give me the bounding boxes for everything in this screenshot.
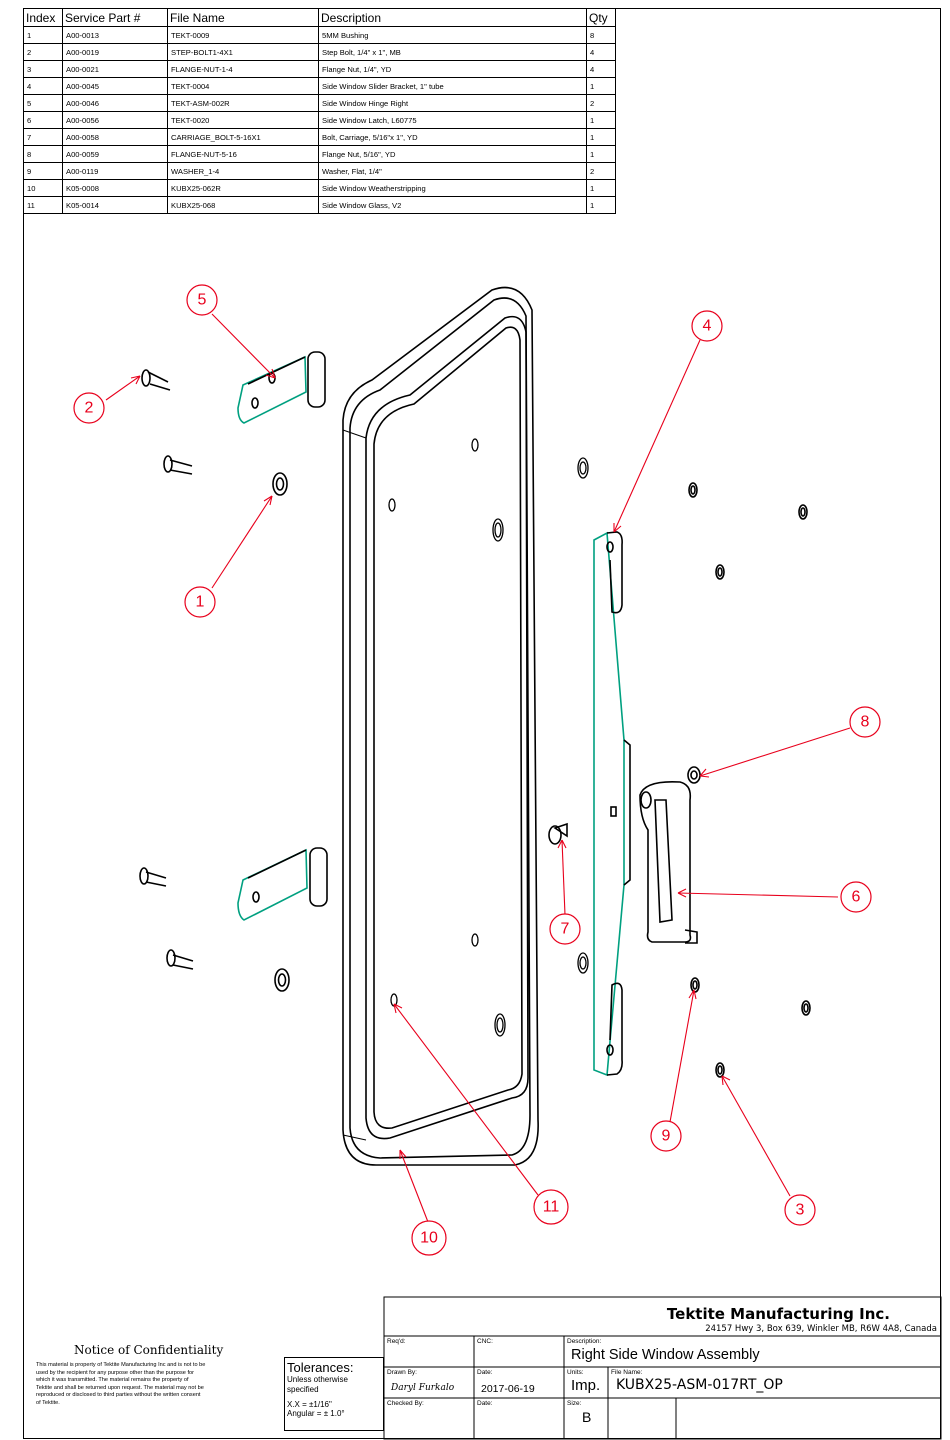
washer bbox=[688, 482, 698, 498]
step-bolt bbox=[169, 459, 193, 475]
balloon-4-label: 4 bbox=[703, 318, 712, 335]
latch bbox=[639, 780, 698, 944]
balloon-7: 7 bbox=[549, 913, 581, 945]
flange-nut bbox=[687, 766, 701, 784]
bom-header-part: Service Part # bbox=[62, 8, 168, 27]
description-value: Right Side Window Assembly bbox=[571, 1347, 760, 1363]
balloon-1-label: 1 bbox=[196, 594, 205, 611]
bom-cell: 1 bbox=[586, 145, 616, 163]
hinge-upper bbox=[237, 351, 326, 424]
balloon-5-label: 5 bbox=[198, 292, 207, 309]
balloon-5: 5 bbox=[186, 284, 218, 316]
description-label: Description: bbox=[567, 1338, 602, 1345]
company-name: Tektite Manufacturing Inc. bbox=[666, 1305, 890, 1323]
balloon-2: 2 bbox=[73, 392, 105, 424]
units-value: Imp. bbox=[571, 1377, 601, 1394]
tolerance-linear: X.X = ±1/16" bbox=[287, 1400, 332, 1409]
cnc-label: CNC: bbox=[477, 1338, 493, 1345]
drawn-by-value: Daryl Furkalo bbox=[391, 1383, 455, 1393]
bom-cell: KUBX25-068 bbox=[167, 196, 319, 214]
slider-bracket bbox=[593, 531, 631, 1077]
flange-nut bbox=[798, 504, 808, 520]
bom-header-row: Index Service Part # File Name Descripti… bbox=[23, 8, 616, 27]
flange-nut bbox=[715, 564, 725, 580]
balloon-1: 1 bbox=[184, 586, 216, 618]
balloon-8: 8 bbox=[849, 706, 881, 738]
bom-cell: Side Window Glass, V2 bbox=[318, 196, 587, 214]
balloon-4: 4 bbox=[691, 310, 723, 342]
balloon-3-label: 3 bbox=[796, 1202, 805, 1219]
tolerances-subtitle: Unless otherwise specified bbox=[287, 1375, 348, 1394]
units-label: Units: bbox=[567, 1369, 584, 1376]
bom-cell: 1 bbox=[586, 179, 616, 197]
balloon-11-label: 11 bbox=[543, 1199, 560, 1216]
notice-body: This material is property of Tektite Man… bbox=[36, 1362, 206, 1406]
balloon-9-label: 9 bbox=[662, 1128, 671, 1145]
glass-holes bbox=[388, 438, 589, 1037]
step-bolt bbox=[172, 954, 194, 970]
reqd-label: Req'd: bbox=[387, 1338, 406, 1345]
tolerance-angular: Angular = ± 1.0° bbox=[287, 1409, 345, 1418]
file-name-value: KUBX25-ASM-017RT_OP bbox=[616, 1377, 783, 1393]
tolerances-title: Tolerances: bbox=[287, 1360, 354, 1375]
drawn-by-label: Drawn By: bbox=[387, 1369, 417, 1376]
tolerances-box: Tolerances: Unless otherwise specified X… bbox=[284, 1357, 384, 1431]
balloon-2-label: 2 bbox=[85, 400, 94, 417]
flange-nut bbox=[715, 1062, 725, 1078]
balloon-leaders bbox=[105, 313, 851, 1223]
bom-cell: 11 bbox=[23, 196, 63, 214]
bom-header-qty: Qty bbox=[586, 8, 616, 27]
date-label: Date: bbox=[477, 1369, 493, 1376]
hinge-lower bbox=[237, 847, 328, 921]
date-value: 2017-06-19 bbox=[481, 1383, 535, 1395]
company-address: 24157 Hwy 3, Box 639, Winkler MB, R6W 4A… bbox=[705, 1324, 937, 1334]
hardware bbox=[139, 369, 811, 1078]
balloon-10-label: 10 bbox=[420, 1230, 438, 1247]
bill-of-materials-table: Index Service Part # File Name Descripti… bbox=[23, 8, 616, 214]
balloon-8-label: 8 bbox=[861, 714, 870, 731]
balloon-11: 11 bbox=[533, 1189, 569, 1225]
title-block-grid bbox=[383, 1296, 942, 1440]
flange-nut bbox=[801, 1000, 811, 1016]
balloon-7-label: 7 bbox=[561, 921, 570, 938]
step-bolt bbox=[145, 871, 167, 887]
balloon-6: 6 bbox=[840, 881, 872, 913]
window-frame bbox=[342, 286, 539, 1166]
balloon-3: 3 bbox=[784, 1194, 816, 1226]
file-name-label: File Name: bbox=[611, 1369, 643, 1376]
balloon-10: 10 bbox=[411, 1220, 447, 1256]
bom-cell: 1 bbox=[586, 111, 616, 129]
bushing bbox=[272, 472, 288, 496]
checked-date-label: Date: bbox=[477, 1400, 493, 1407]
notice-title: Notice of Confidentiality bbox=[74, 1343, 224, 1357]
step-bolt bbox=[147, 371, 171, 391]
balloon-9: 9 bbox=[650, 1120, 682, 1152]
checked-by-label: Checked By: bbox=[387, 1400, 424, 1407]
balloon-6-label: 6 bbox=[852, 889, 861, 906]
bushing bbox=[274, 968, 290, 992]
size-label: Size: bbox=[567, 1400, 582, 1407]
bom-cell: 1 bbox=[586, 196, 616, 214]
balloons: 1 2 3 4 5 6 7 8 9 10 11 bbox=[73, 284, 881, 1256]
size-value: B bbox=[582, 1409, 592, 1425]
